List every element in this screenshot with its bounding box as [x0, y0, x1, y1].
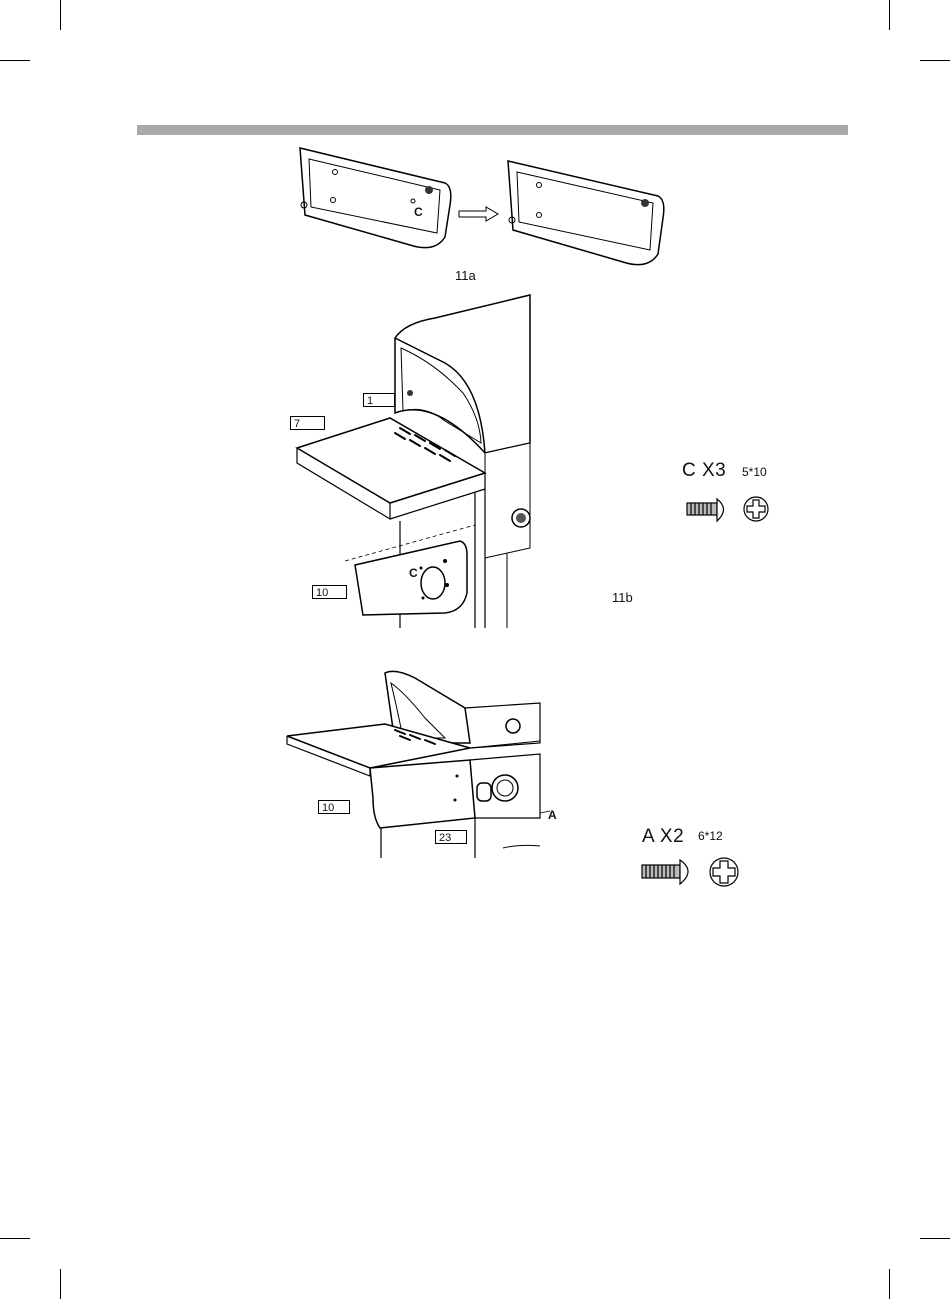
crop-mark-left-top: [0, 60, 30, 61]
callout-c-11a: C: [414, 205, 423, 219]
callout-a: A: [548, 808, 557, 822]
part-label-7: 7: [290, 416, 325, 430]
screw-a-icon: [641, 856, 746, 888]
crop-mark-top-right: [889, 0, 890, 30]
figure-label-11b: 11b: [612, 590, 633, 605]
part-label-10-attached: 10: [318, 800, 350, 814]
crop-mark-right-top: [920, 60, 950, 61]
screw-c-quantity: C X3: [682, 460, 726, 482]
part-label-10: 10: [312, 585, 347, 599]
crop-mark-right-bottom: [920, 1238, 950, 1239]
screw-a-quantity: A X2: [642, 826, 684, 848]
header-band: [137, 125, 848, 135]
crop-mark-bottom-left: [60, 1269, 61, 1299]
callout-c-11b: C: [409, 566, 418, 580]
screw-a-size: 6*12: [698, 829, 723, 843]
part-label-1: 1: [363, 393, 395, 407]
crop-mark-top-left: [60, 0, 61, 30]
grill-panel-attached-illustration: [285, 668, 545, 858]
crop-mark-bottom-right: [889, 1269, 890, 1299]
direction-arrow: [458, 206, 500, 222]
screw-c-size: 5*10: [742, 465, 767, 479]
crop-mark-left-bottom: [0, 1238, 30, 1239]
panel-after-illustration: [503, 158, 668, 273]
screw-c-icon: [686, 495, 776, 525]
figure-label-11a: 11a: [455, 268, 476, 283]
part-label-23: 23: [435, 830, 467, 844]
panel-before-illustration: [295, 145, 455, 255]
